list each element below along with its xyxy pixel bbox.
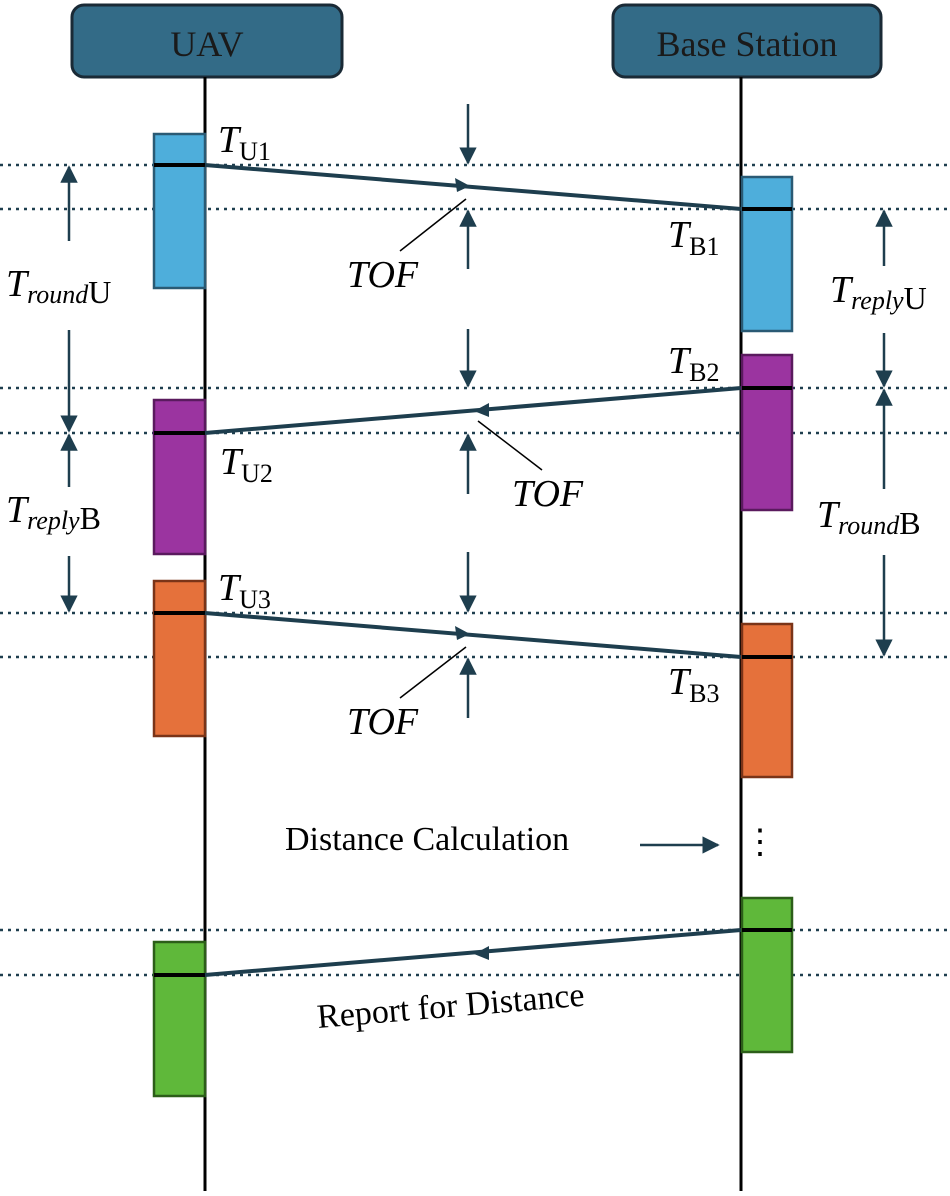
signal-final bbox=[204, 611, 742, 659]
tof-label-2: TOF bbox=[512, 473, 584, 515]
label-tu3: TU3 bbox=[218, 567, 271, 614]
bs-block-green bbox=[740, 896, 794, 1054]
label-round-u: TroundU bbox=[6, 263, 111, 310]
tof2-leader bbox=[477, 420, 543, 471]
uav-block-blue bbox=[152, 132, 207, 290]
tof-leaders bbox=[399, 198, 543, 699]
signal-report bbox=[204, 928, 742, 977]
base-station-header: Base Station bbox=[611, 3, 883, 79]
arrowhead-poll bbox=[455, 178, 470, 192]
tof3-leader bbox=[399, 646, 467, 699]
label-round-b: TroundB bbox=[817, 494, 921, 541]
label-tu1: TU1 bbox=[218, 119, 271, 166]
label-tu2: TU2 bbox=[220, 441, 273, 488]
report-for-distance-label: Report for Distance bbox=[316, 977, 586, 1036]
arrowhead-final bbox=[455, 626, 470, 640]
tof1-leader bbox=[399, 198, 467, 252]
tof-label-1: TOF bbox=[347, 254, 419, 296]
bs-block-blue bbox=[740, 175, 794, 333]
bs-block-orange bbox=[740, 622, 794, 779]
uav-block-orange bbox=[152, 579, 207, 738]
signal-response bbox=[204, 386, 742, 435]
event-ticks bbox=[154, 163, 792, 977]
signal-poll bbox=[204, 163, 742, 211]
tof-label-3: TOF bbox=[347, 701, 419, 743]
label-tb1: TB1 bbox=[668, 214, 719, 261]
label-tb3: TB3 bbox=[668, 661, 719, 708]
label-tb2: TB2 bbox=[668, 340, 719, 387]
label-reply-u: TreplyU bbox=[830, 269, 927, 316]
uav-block-green bbox=[152, 940, 207, 1098]
bs-block-purple bbox=[740, 353, 794, 512]
signal-arrowheads bbox=[455, 178, 489, 960]
ellipsis-glyph: ⋮ bbox=[743, 824, 777, 861]
distance-calculation-label: Distance Calculation bbox=[285, 821, 569, 858]
label-reply-b: TreplyB bbox=[6, 489, 101, 536]
uav-block-purple bbox=[152, 398, 207, 556]
arrowhead-report bbox=[474, 946, 489, 960]
uav-header: UAV bbox=[70, 3, 344, 79]
arrowhead-response bbox=[474, 403, 489, 417]
uav-header-label: UAV bbox=[170, 24, 243, 64]
base-station-header-label: Base Station bbox=[657, 24, 838, 64]
signal-messages bbox=[204, 163, 742, 977]
